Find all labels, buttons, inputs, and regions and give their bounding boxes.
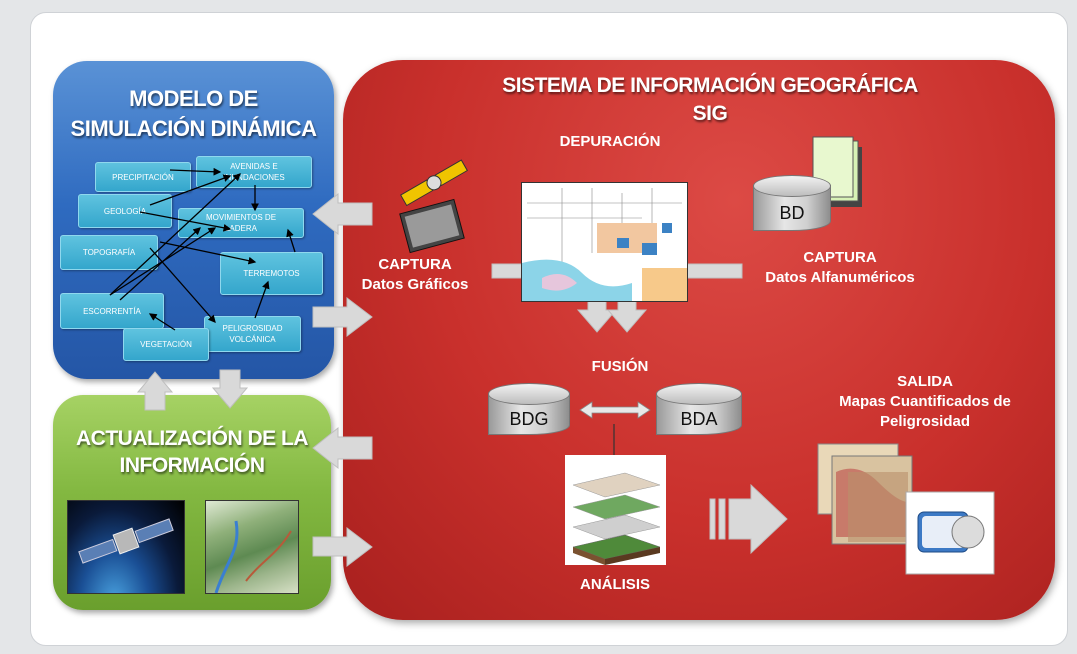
bda-label: BDA — [680, 408, 718, 429]
information-update-title-line2: INFORMACIÓN — [119, 454, 266, 477]
topografia-box: TOPOGRAFÍA — [60, 235, 158, 270]
captura-graficos-line2: Datos Gráficos — [361, 276, 469, 293]
simulation-model-title: MODELO DE SIMULACIÓN DINÁMICA — [53, 84, 334, 144]
simulation-model-title-line1: MODELO DE — [129, 86, 258, 111]
captura-alfa-label: CAPTURA Datos Alfanuméricos — [740, 248, 940, 288]
escorrentia-box: ESCORRENTÍA — [60, 293, 164, 329]
captura-graficos-label: CAPTURA Datos Gráficos — [345, 255, 485, 295]
bdg-label: BDG — [509, 408, 549, 429]
captura-alfa-line1: CAPTURA — [803, 249, 877, 266]
precipitacion-box: PRECIPITACIÓN — [95, 162, 191, 192]
information-update-title-line1: ACTUALIZACIÓN DE LA — [76, 427, 308, 450]
information-update-title: ACTUALIZACIÓN DE LA INFORMACIÓN — [53, 425, 331, 479]
bd-database: BD — [753, 175, 831, 231]
peligrosidad-box: PELIGROSIDAD VOLCÁNICA — [204, 316, 301, 352]
depuracion-map-image — [521, 182, 688, 302]
satellite-capture-icon — [392, 148, 482, 256]
geologia-box: GEOLOGÍA — [78, 194, 172, 228]
bdg-database: BDG — [488, 383, 570, 435]
fusion-label: FUSIÓN — [591, 358, 649, 375]
salida-label: SALIDA Mapas Cuantificados de Peligrosid… — [800, 372, 1050, 432]
vegetacion-box: VEGETACIÓN — [123, 328, 209, 361]
captura-alfa-line2: Datos Alfanuméricos — [765, 269, 915, 286]
salida-line2: Mapas Cuantificados de — [839, 393, 1011, 410]
bd-label: BD — [779, 202, 805, 223]
captura-graficos-line1: CAPTURA — [378, 256, 452, 273]
analysis-layers-image — [565, 455, 666, 565]
terremotos-box: TERREMOTOS — [220, 252, 323, 295]
salida-line1: SALIDA — [897, 373, 953, 390]
simulation-model-title-line2: SIMULACIÓN DINÁMICA — [70, 116, 317, 141]
sig-title-line1: SISTEMA DE INFORMACIÓN GEOGRÁFICA — [502, 74, 918, 97]
salida-line3: Peligrosidad — [879, 413, 971, 430]
hazard-maps-image — [817, 442, 996, 577]
bda-database: BDA — [656, 383, 742, 435]
sig-title-line2: SIG — [692, 102, 728, 125]
sig-title: SISTEMA DE INFORMACIÓN GEOGRÁFICA SIG — [430, 72, 990, 128]
satellite-photo — [67, 500, 185, 594]
terrain-photo — [205, 500, 299, 594]
analisis-label: ANÁLISIS — [579, 576, 650, 593]
depuracion-label: DEPURACIÓN — [559, 133, 661, 150]
